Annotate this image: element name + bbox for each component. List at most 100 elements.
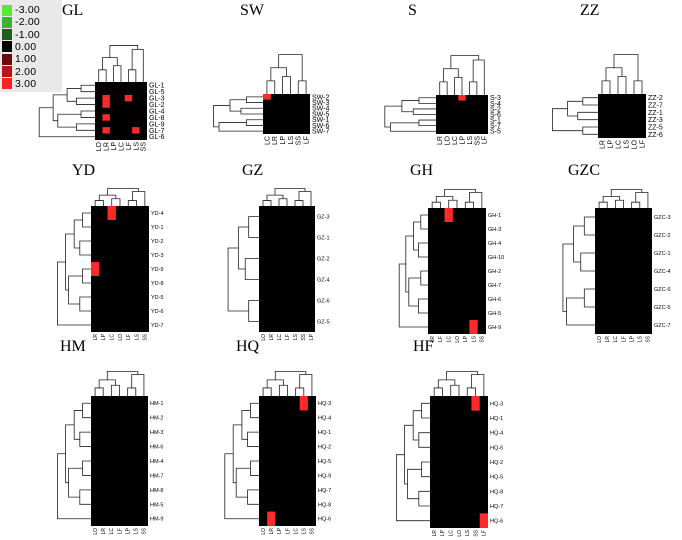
- column-label: LR: [605, 336, 611, 343]
- row-label: GL-9: [149, 121, 165, 128]
- row-label: ZZ-6: [648, 132, 663, 139]
- column-label: LF: [117, 528, 123, 534]
- dendrogram-link: [241, 410, 251, 440]
- dendrogram-link: [418, 97, 436, 104]
- column-label: SS: [143, 333, 149, 340]
- row-label: GH-9: [488, 325, 501, 331]
- heatmap-cell-high: [102, 94, 110, 102]
- legend-label: -1.00: [15, 28, 40, 41]
- heatmap-cell-high: [458, 95, 466, 101]
- legend-swatch: [2, 53, 12, 65]
- heatmap-cell-high: [91, 262, 100, 276]
- heatmap-block: [259, 206, 315, 332]
- heatmap-block: [263, 94, 310, 134]
- column-label: LO: [597, 336, 603, 343]
- column-label: LS: [302, 527, 308, 534]
- row-label: GL-8: [149, 115, 165, 122]
- panel-title: HM: [60, 338, 86, 355]
- dendrogram-link: [390, 122, 436, 132]
- dendrogram-link: [450, 55, 480, 69]
- dendrogram-link: [82, 460, 91, 476]
- legend-label: 1.00: [15, 53, 37, 66]
- dendrogram-link: [98, 194, 117, 201]
- dendrogram-link: [65, 424, 75, 484]
- column-label: LS: [133, 142, 140, 151]
- column-label: LR: [272, 136, 279, 145]
- dendrogram-link: [602, 195, 620, 203]
- panel-title: GH: [410, 162, 434, 179]
- column-label: LP: [629, 335, 635, 342]
- dendrogram-link: [583, 216, 595, 236]
- dendrogram-link: [229, 99, 247, 112]
- column-label: LR: [101, 528, 107, 535]
- legend-label: 0.00: [15, 40, 37, 53]
- dendrogram-link: [65, 233, 75, 291]
- dendrogram-link: [57, 453, 91, 520]
- dendrogram-link: [282, 76, 291, 94]
- row-label: GZC-7: [654, 323, 671, 329]
- dendrogram-link: [274, 371, 307, 380]
- row-label: HM-2: [150, 416, 163, 422]
- dendrogram-link: [57, 261, 91, 326]
- dendrogram-link: [552, 108, 583, 132]
- dendrogram-link: [437, 379, 456, 388]
- heatmap-cell-high: [444, 208, 453, 222]
- dendrogram-link: [421, 461, 430, 478]
- panel-title: GL: [62, 2, 83, 19]
- panel-title: GZC: [568, 162, 600, 179]
- row-label: YD-9: [151, 267, 164, 273]
- heatmap-cell-high: [299, 396, 308, 411]
- column-label: LC: [264, 136, 271, 145]
- column-label: LP: [111, 142, 118, 151]
- row-label: GZC-6: [654, 287, 671, 293]
- row-label: GZ-3: [317, 214, 330, 220]
- column-label: LR: [93, 334, 99, 341]
- dendrogram-link: [418, 119, 436, 127]
- row-label: YD-1: [151, 225, 164, 231]
- column-label: LF: [304, 136, 311, 144]
- column-label: LF: [285, 334, 291, 340]
- dendrogram-link: [413, 221, 421, 251]
- heatmap-block: [430, 396, 488, 528]
- column-label: LC: [109, 528, 115, 535]
- row-label: ZZ-2: [648, 95, 663, 102]
- dendrogram-link: [635, 192, 649, 208]
- row-label: HQ-9: [318, 473, 331, 479]
- row-label: SW-4: [312, 106, 329, 113]
- row-label: HQ-3: [318, 401, 331, 407]
- row-label: YD-4: [151, 211, 164, 217]
- row-label: HQ-8: [490, 489, 503, 495]
- column-label: LF: [126, 334, 132, 340]
- dendrogram-link: [266, 379, 284, 388]
- column-label: LF: [285, 528, 291, 534]
- dendrogram-link: [131, 49, 144, 82]
- row-label: HM-7: [150, 473, 163, 479]
- row-label: YD-6: [151, 309, 164, 315]
- heatmap-block: [259, 396, 316, 526]
- panel-title: YD: [72, 162, 95, 179]
- column-label: LP: [459, 136, 466, 145]
- column-label: SS: [646, 335, 652, 342]
- dendrogram-link: [405, 235, 414, 293]
- dendrogram-link: [418, 298, 428, 314]
- row-label: GL-3: [149, 96, 165, 103]
- row-label: GZ-2: [317, 256, 330, 262]
- dendrogram-link: [418, 242, 428, 258]
- heatmap-cell-high: [469, 320, 478, 334]
- row-label: GZC-4: [654, 269, 671, 275]
- row-label: YD-2: [151, 239, 164, 245]
- column-label: SS: [474, 136, 481, 146]
- legend-label: 3.00: [15, 77, 37, 90]
- column-label: LR: [104, 142, 111, 151]
- legend-swatch: [2, 16, 12, 28]
- dendrogram-link: [613, 54, 639, 81]
- row-label: ZZ-5: [648, 124, 663, 131]
- row-label: HQ-8: [318, 502, 331, 508]
- dendrogram-link: [294, 200, 304, 206]
- row-label: GL-2: [149, 102, 165, 109]
- column-label: LF: [482, 136, 489, 144]
- dendrogram-link: [224, 453, 259, 520]
- heatmap-cell-high: [132, 127, 140, 134]
- dendrogram-link: [454, 77, 463, 95]
